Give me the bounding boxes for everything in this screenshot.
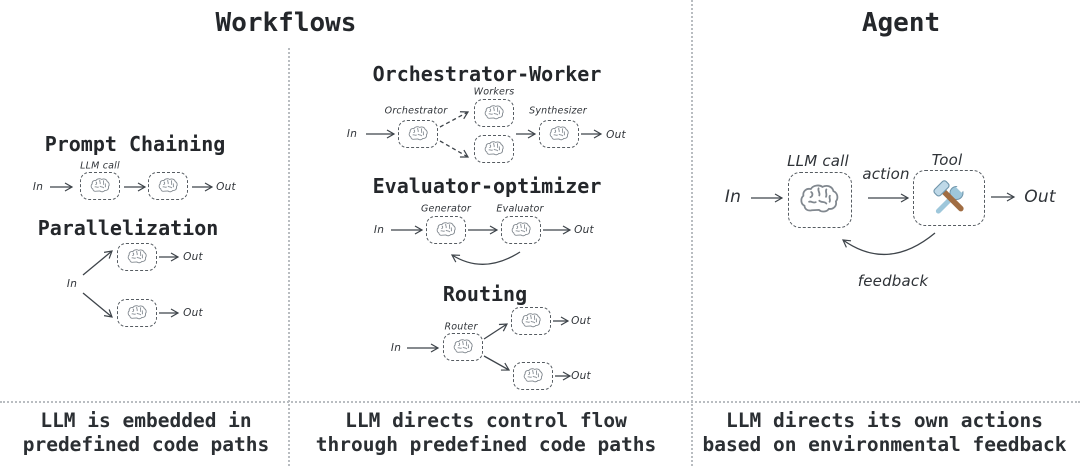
out-label: Out xyxy=(606,129,626,141)
prompt-chaining-title: Prompt Chaining xyxy=(44,132,226,156)
out-label: Out xyxy=(183,251,203,263)
parallelization-llm-node-top xyxy=(117,243,157,271)
agent-tool-node xyxy=(913,170,985,226)
in-label: In xyxy=(346,128,358,140)
out-label: Out xyxy=(216,181,236,193)
hammer-wrench-icon xyxy=(929,178,969,218)
worker-node-bottom xyxy=(474,135,514,163)
action-label: action xyxy=(862,165,910,183)
brain-icon xyxy=(407,125,430,143)
brain-icon xyxy=(520,312,543,330)
agent-header: Agent xyxy=(861,8,941,38)
orchestrator-worker-title: Orchestrator-Worker xyxy=(372,62,602,86)
brain-icon xyxy=(126,248,149,266)
llm-call-label: LLM call xyxy=(787,152,849,170)
out-label: Out xyxy=(571,315,591,327)
out-label: Out xyxy=(183,307,203,319)
llm-call-label: LLM call xyxy=(80,160,120,172)
out-label: Out xyxy=(1024,187,1056,207)
evaluator-node xyxy=(501,216,541,244)
synthesizer-node xyxy=(539,120,579,148)
generator-label: Generator xyxy=(420,203,472,215)
in-label: In xyxy=(373,224,385,236)
parallelization-llm-node-bottom xyxy=(117,299,157,327)
workers-label: Workers xyxy=(473,86,515,98)
routing-title: Routing xyxy=(442,282,528,306)
brain-icon xyxy=(452,338,475,356)
evaluator-optimizer-title: Evaluator-optimizer xyxy=(372,174,602,198)
in-label: In xyxy=(32,181,44,193)
evaluator-label: Evaluator xyxy=(496,203,544,215)
routing-target-node-top xyxy=(511,307,551,335)
brain-icon xyxy=(522,367,545,385)
in-label: In xyxy=(390,342,402,354)
in-label: In xyxy=(66,278,78,290)
prompt-chaining-llm-node-2 xyxy=(148,172,188,200)
column-separator-left xyxy=(288,48,290,466)
out-label: Out xyxy=(574,224,594,236)
router-node xyxy=(443,333,483,361)
tool-label: Tool xyxy=(931,151,963,169)
prompt-chaining-llm-node-1 xyxy=(80,172,120,200)
brain-icon xyxy=(483,140,506,158)
worker-node-top xyxy=(474,99,514,127)
brain-icon xyxy=(126,304,149,322)
orchestrator-node xyxy=(398,120,438,148)
brain-icon xyxy=(510,221,533,239)
brain-icon xyxy=(797,182,843,218)
orchestrator-label: Orchestrator xyxy=(384,105,448,117)
routing-target-node-bottom xyxy=(513,362,553,390)
workflows-header: Workflows xyxy=(215,8,357,38)
caption-workflows-middle: LLM directs control flow through predefi… xyxy=(315,409,657,456)
brain-icon xyxy=(548,125,571,143)
brain-icon xyxy=(89,177,112,195)
caption-workflows-left: LLM is embedded in predefined code paths xyxy=(22,409,270,456)
generator-node xyxy=(426,216,466,244)
parallelization-title: Parallelization xyxy=(37,216,219,240)
router-label: Router xyxy=(444,321,478,333)
column-separator-right xyxy=(691,0,693,466)
out-label: Out xyxy=(571,370,591,382)
caption-agent: LLM directs its own actions based on env… xyxy=(702,409,1067,456)
brain-icon xyxy=(483,104,506,122)
feedback-label: feedback xyxy=(857,272,929,290)
synthesizer-label: Synthesizer xyxy=(529,105,587,117)
agent-llm-node xyxy=(788,172,852,228)
brain-icon xyxy=(435,221,458,239)
brain-icon xyxy=(157,177,180,195)
in-label: In xyxy=(724,187,742,207)
caption-separator xyxy=(0,401,1080,403)
